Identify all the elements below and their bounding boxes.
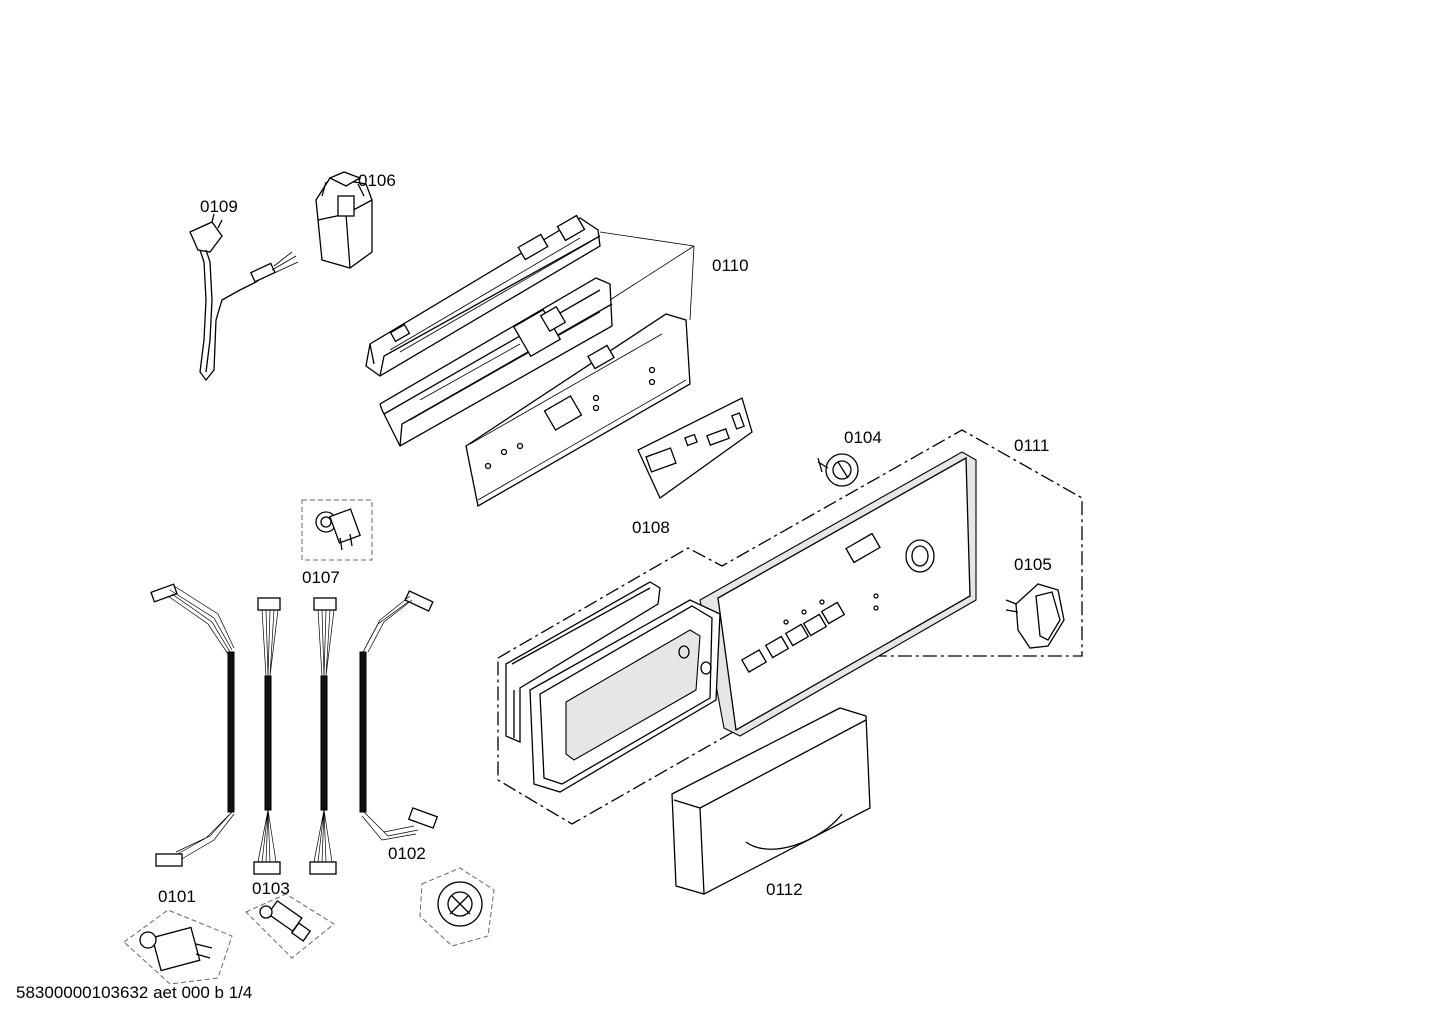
interference-filter-0106: [315, 171, 373, 269]
part-label-0104: 0104: [844, 428, 882, 447]
part-label-0107: 0107: [302, 568, 340, 587]
power-cord-0109: [189, 213, 299, 382]
dispenser-drawer-0112: [671, 707, 871, 895]
control-module-0110: [365, 214, 695, 508]
wire-harness-0102: [359, 590, 439, 841]
part-label-0109: 0109: [200, 197, 238, 216]
program-knob-0105: [1005, 583, 1065, 649]
part-label-0102: 0102: [388, 844, 426, 863]
knob-shaft-0104: [817, 453, 859, 487]
wire-harness-0101: [150, 583, 235, 867]
control-panel-0111: [497, 429, 1083, 825]
part-label-0112: 0112: [766, 880, 803, 899]
part-label-0110: 0110: [712, 256, 749, 275]
wire-harness-0103: [253, 597, 337, 875]
part-label-0101: 0101: [158, 887, 196, 906]
sensor-part-bottom: [245, 893, 335, 959]
part-label-0108: 0108: [632, 518, 670, 537]
motor-part-bottom-left: [123, 909, 233, 985]
component-0107: [301, 499, 373, 561]
display-board-0108: [637, 397, 753, 499]
part-label-0106: 0106: [358, 171, 396, 190]
part-label-0105: 0105: [1014, 555, 1052, 574]
drawing-number: 58300000103632 aet 000 b 1/4: [16, 983, 252, 1002]
part-label-0111: 0111: [1014, 436, 1049, 455]
part-label-0103: 0103: [252, 879, 290, 898]
pressure-switch-bottom: [419, 867, 495, 947]
